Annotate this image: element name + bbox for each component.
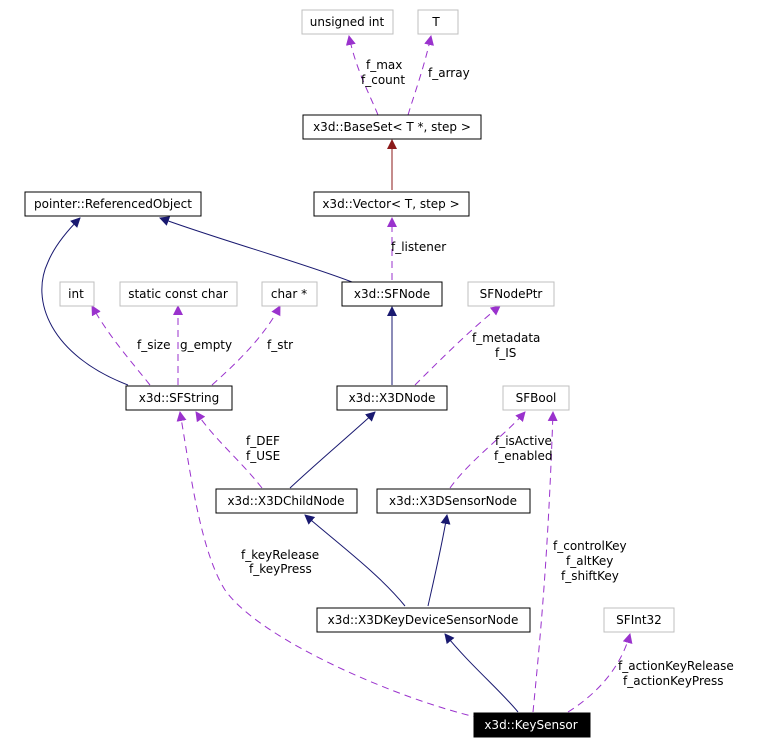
label-f-max: f_max (366, 58, 402, 72)
node-vector[interactable]: x3d::Vector< T, step > (313, 191, 470, 217)
label-f-keypress: f_keyPress (249, 562, 312, 576)
edge-sfstring-char-ptr (211, 305, 281, 386)
label-f-metadata: f_metadata (472, 331, 540, 345)
node-unsigned-int[interactable]: unsigned int (301, 9, 394, 35)
node-baseset-label: x3d::BaseSet< T *, step > (313, 120, 471, 134)
node-sfnodeptr[interactable]: SFNodePtr (467, 281, 555, 307)
edge-keysensor-sfstring (176, 411, 481, 719)
edge-keydevice-x3dsensornode (427, 514, 451, 607)
node-x3dchildnode-label: x3d::X3DChildNode (227, 494, 344, 508)
node-sfbool-label: SFBool (516, 391, 557, 405)
label-f-shiftkey: f_shiftKey (561, 569, 619, 583)
label-f-use: f_USE (246, 449, 280, 463)
label-f-listener: f_listener (391, 240, 446, 254)
edge-baseset-unsigned-int (345, 35, 379, 116)
node-unsigned-int-label: unsigned int (310, 15, 385, 29)
node-sfstring-label: x3d::SFString (139, 391, 220, 405)
label-f-keyrelease: f_keyRelease (241, 548, 319, 562)
label-f-actionkeyrelease: f_actionKeyRelease (618, 659, 734, 673)
node-sfnode-label: x3d::SFNode (354, 287, 430, 301)
node-x3dkeydevicesensornode[interactable]: x3d::X3DKeyDeviceSensorNode (316, 607, 531, 633)
label-f-count: f_count (361, 73, 405, 87)
edge-sfstring-referenced-object (41, 217, 129, 386)
label-f-size: f_size (137, 338, 171, 352)
node-x3dchildnode[interactable]: x3d::X3DChildNode (215, 488, 358, 514)
node-sfnode[interactable]: x3d::SFNode (341, 281, 443, 307)
node-x3dsensornode[interactable]: x3d::X3DSensorNode (376, 488, 531, 514)
node-sfint32[interactable]: SFInt32 (603, 607, 675, 633)
edge-sfstring-int (91, 305, 151, 386)
node-t[interactable]: T (417, 9, 459, 35)
node-x3dsensornode-label: x3d::X3DSensorNode (389, 494, 517, 508)
edge-baseset-t (407, 35, 434, 116)
edge-x3dchildnode-x3dnode (289, 411, 376, 489)
node-sfbool[interactable]: SFBool (502, 385, 570, 411)
edge-keysensor-keydevice (444, 633, 519, 713)
label-g-empty: g_empty (180, 338, 232, 352)
edge-keysensor-sfint32 (567, 633, 633, 713)
label-f-controlkey: f_controlKey (553, 539, 627, 553)
label-f-actionkeypress: f_actionKeyPress (623, 674, 724, 688)
edge-sfnode-referenced-object (159, 216, 353, 283)
edge-x3dchildnode-sfstring (195, 411, 263, 489)
node-baseset[interactable]: x3d::BaseSet< T *, step > (302, 114, 482, 140)
node-sfint32-label: SFInt32 (616, 613, 662, 627)
label-f-array: f_array (428, 66, 470, 80)
node-int[interactable]: int (59, 281, 95, 307)
node-char-ptr[interactable]: char * (261, 281, 318, 307)
node-sfstring[interactable]: x3d::SFString (125, 385, 233, 411)
label-f-isactive: f_isActive (495, 434, 552, 448)
node-referenced-object[interactable]: pointer::ReferencedObject (24, 191, 202, 217)
label-f-is: f_IS (495, 346, 516, 360)
node-referenced-object-label: pointer::ReferencedObject (34, 197, 192, 211)
label-f-enabled: f_enabled (494, 449, 553, 463)
edge-keydevice-x3dchildnode (304, 514, 406, 607)
node-keysensor[interactable]: x3d::KeySensor (473, 712, 591, 738)
node-int-label: int (68, 287, 84, 301)
node-static-const-char-label: static const char (128, 287, 228, 301)
node-x3dnode-label: x3d::X3DNode (349, 391, 436, 405)
edge-x3dnode-sfnodeptr (414, 305, 501, 386)
node-x3dnode[interactable]: x3d::X3DNode (336, 385, 448, 411)
node-sfnodeptr-label: SFNodePtr (480, 287, 543, 301)
edge-keysensor-sfbool (532, 411, 558, 713)
edge-x3dsensornode-sfbool (449, 411, 526, 489)
node-x3dkeydevicesensornode-label: x3d::X3DKeyDeviceSensorNode (328, 613, 519, 627)
label-f-str: f_str (267, 338, 293, 352)
node-char-ptr-label: char * (271, 287, 307, 301)
node-keysensor-label: x3d::KeySensor (484, 718, 577, 732)
node-vector-label: x3d::Vector< T, step > (322, 197, 459, 211)
node-static-const-char[interactable]: static const char (119, 281, 238, 307)
label-f-altkey: f_altKey (566, 554, 613, 568)
label-f-def: f_DEF (246, 434, 280, 448)
node-t-label: T (431, 15, 440, 29)
